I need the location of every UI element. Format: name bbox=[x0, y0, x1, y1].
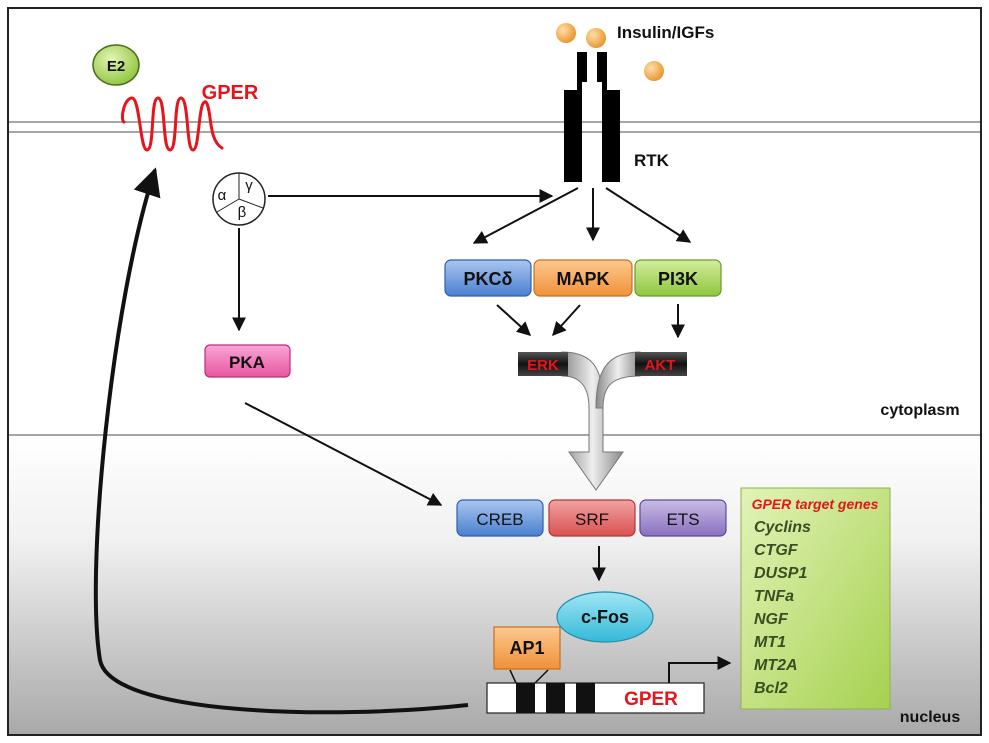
pkcd-box: PKCδ bbox=[444, 259, 532, 297]
ap1-box: AP1 bbox=[493, 626, 561, 670]
mapk-box: MAPK bbox=[533, 259, 633, 297]
mapk-label: MAPK bbox=[557, 269, 610, 289]
srf-label: SRF bbox=[575, 510, 609, 529]
arrow-pkcd-to-erk bbox=[496, 304, 532, 336]
ets-box: ETS bbox=[639, 499, 727, 537]
promoter-element bbox=[516, 683, 535, 713]
arrow-rtk-to-pi3k bbox=[605, 187, 692, 243]
rtk-receptor: RTK bbox=[564, 52, 670, 182]
target-gene-item: NGF bbox=[754, 611, 789, 628]
cfos-label: c-Fos bbox=[581, 607, 629, 627]
pi3k-label: PI3K bbox=[658, 269, 698, 289]
arrow-mapk-to-erk bbox=[552, 304, 581, 337]
erk-label: ERK bbox=[527, 357, 559, 374]
cytoplasm-label: cytoplasm bbox=[880, 402, 959, 419]
e2-label: E2 bbox=[107, 58, 125, 75]
erk-akt-convergence: ERK AKT bbox=[518, 351, 687, 491]
ets-label: ETS bbox=[666, 510, 699, 529]
arrow-pka-to-creb bbox=[244, 402, 443, 506]
arrow-rtk-to-pkcd bbox=[472, 187, 579, 244]
e2-ligand: E2 bbox=[92, 44, 140, 86]
target-gene-item: TNFa bbox=[754, 588, 794, 605]
erk-box bbox=[518, 352, 568, 376]
target-gene-item: DUSP1 bbox=[754, 565, 807, 582]
akt-box bbox=[635, 352, 687, 376]
gper-receptor-label: GPER bbox=[202, 82, 259, 104]
target-gene-item: Bcl2 bbox=[754, 680, 788, 697]
pka-label: PKA bbox=[229, 353, 265, 372]
target-gene-item: MT2A bbox=[754, 657, 798, 674]
creb-box: CREB bbox=[456, 499, 544, 537]
gper-receptor: GPER bbox=[120, 82, 259, 152]
ap1-label: AP1 bbox=[509, 638, 544, 658]
promoter-element bbox=[546, 683, 565, 713]
pka-box: PKA bbox=[204, 344, 291, 378]
ligand-ball bbox=[586, 28, 606, 48]
g-beta-label: β bbox=[238, 204, 247, 221]
g-gamma-label: γ bbox=[245, 177, 253, 194]
pathway-arrows bbox=[93, 167, 732, 715]
srf-box: SRF bbox=[548, 499, 636, 537]
insulin-igf-label: Insulin/IGFs bbox=[617, 23, 714, 42]
ligand-ball bbox=[556, 23, 576, 43]
arrow-gper-feedback bbox=[93, 167, 469, 715]
pkcd-label: PKCδ bbox=[464, 269, 513, 289]
insulin-igf-ligands: Insulin/IGFs bbox=[556, 23, 714, 81]
gper-gene: GPER bbox=[486, 669, 705, 714]
rtk-label: RTK bbox=[634, 151, 670, 170]
promoter-element bbox=[576, 683, 595, 713]
target-genes-title: GPER target genes bbox=[752, 496, 879, 512]
target-gene-item: MT1 bbox=[754, 634, 786, 651]
creb-label: CREB bbox=[476, 510, 523, 529]
akt-label: AKT bbox=[645, 357, 676, 374]
g-protein: α γ β bbox=[212, 172, 266, 226]
gper-gene-label: GPER bbox=[624, 689, 678, 710]
target-gene-item: CTGF bbox=[754, 542, 799, 559]
ligand-ball bbox=[644, 61, 664, 81]
g-alpha-label: α bbox=[218, 187, 227, 204]
pi3k-box: PI3K bbox=[634, 259, 722, 297]
target-gene-item: Cyclins bbox=[754, 519, 811, 536]
nucleus-label: nucleus bbox=[900, 709, 961, 726]
cfos-protein: c-Fos bbox=[556, 591, 654, 643]
